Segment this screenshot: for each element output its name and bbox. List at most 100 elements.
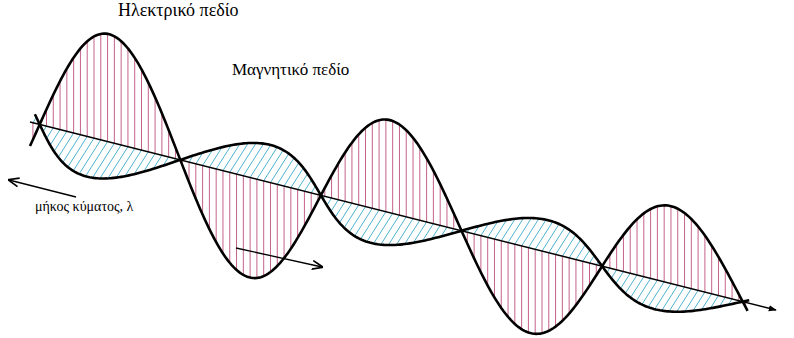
hatch-line [655,284,671,310]
hatch-line [195,164,196,199]
hatch-line [237,143,257,174]
hatch-line [623,235,624,272]
hatch-line [670,206,671,283]
hatch-line [257,147,277,179]
hatch-line [522,219,539,246]
hatch-line [270,154,288,183]
hatch-line [487,237,488,285]
hatch-line [53,95,54,128]
hatch-line [501,219,515,241]
hatch-line [243,176,244,275]
hatch-line [711,246,712,294]
hatch-line [349,207,365,233]
hatch-line [406,130,407,217]
hatch-line [155,97,156,153]
hatch-line [508,242,509,316]
hatch-line [691,219,692,289]
hatch-line [643,213,644,276]
hatch-line [291,168,304,188]
hatch-line [345,152,346,201]
hatch-line [562,235,575,256]
hatch-line [631,277,644,298]
hatch-line [290,188,291,249]
hatch-line [650,209,651,278]
hatch-line [304,180,311,191]
hatch-line [637,219,638,275]
hatch-line [616,272,624,284]
electric-hatching [33,34,746,334]
hatch-line [107,34,108,142]
hatch-line [223,144,240,171]
hatch-line [396,219,413,245]
hatch-line [582,261,583,296]
hatch-line [549,227,565,253]
hatch-line [58,133,73,157]
wavelength-arrow [9,180,76,197]
hatch-line [433,171,434,224]
hatch-line [413,138,414,219]
hatch-line [419,147,420,220]
hatch-line [385,120,386,212]
hatch-line [222,171,223,254]
hatch-line [555,254,556,326]
electric-wave [30,34,748,334]
hatch-line [361,210,380,239]
hatch-line [80,48,81,134]
hatch-line [209,167,210,229]
hatch-line [264,150,284,181]
hatch-line [677,209,678,286]
hatch-line [542,224,559,251]
hatch-line [54,131,67,151]
hatch-line [662,285,678,310]
hatch-line [116,148,134,177]
hatch-line [339,203,351,223]
hatch-line [515,218,532,244]
hatch-line [108,147,128,179]
hatch-line [548,253,549,331]
hatch-line [304,191,305,226]
hatch-line [351,143,352,203]
hatch-line [338,163,339,199]
hatch-line [684,213,685,287]
wavelength-arrow [236,248,322,267]
hatch-line [725,269,726,297]
propagation-axis [30,122,776,310]
hatch-line [355,208,373,236]
hatch-line [87,41,88,136]
hatch-line [583,250,590,261]
hatch-line [556,231,571,255]
magnetic-hatching [33,117,747,311]
hatch-line [446,198,447,227]
hatch-line [562,256,563,321]
hatch-line [630,226,631,273]
hatch-line [202,165,203,214]
hatch-line [704,236,705,293]
hatch-line [514,244,515,324]
hatch-line [100,34,101,140]
hatch-line [535,249,536,334]
hatch-line [379,120,380,210]
field-label: Ηλεκτρικό πεδίο [118,0,239,21]
hatch-line [331,200,338,212]
hatch-line [698,227,699,291]
hatch-line [685,290,698,311]
hatch-line [669,287,685,311]
hatch-line [148,83,149,152]
hatch-line [335,201,345,217]
hatch-line [63,135,81,163]
hatch-line [73,138,94,171]
hatch-line [677,289,692,312]
hatch-line [589,263,590,286]
hatch-line [134,58,135,149]
hatch-line [642,280,657,304]
hatch-line [141,69,142,150]
hatch-line [216,169,217,242]
hatch-line [331,175,332,198]
field-label: Μαγνητικό πεδίο [232,60,349,80]
hatch-line [277,184,278,266]
hatch-line [284,163,299,186]
hatch-line [365,128,366,207]
hatch-line [121,41,122,145]
hatch-line [576,245,586,260]
hatch-line [243,144,263,176]
